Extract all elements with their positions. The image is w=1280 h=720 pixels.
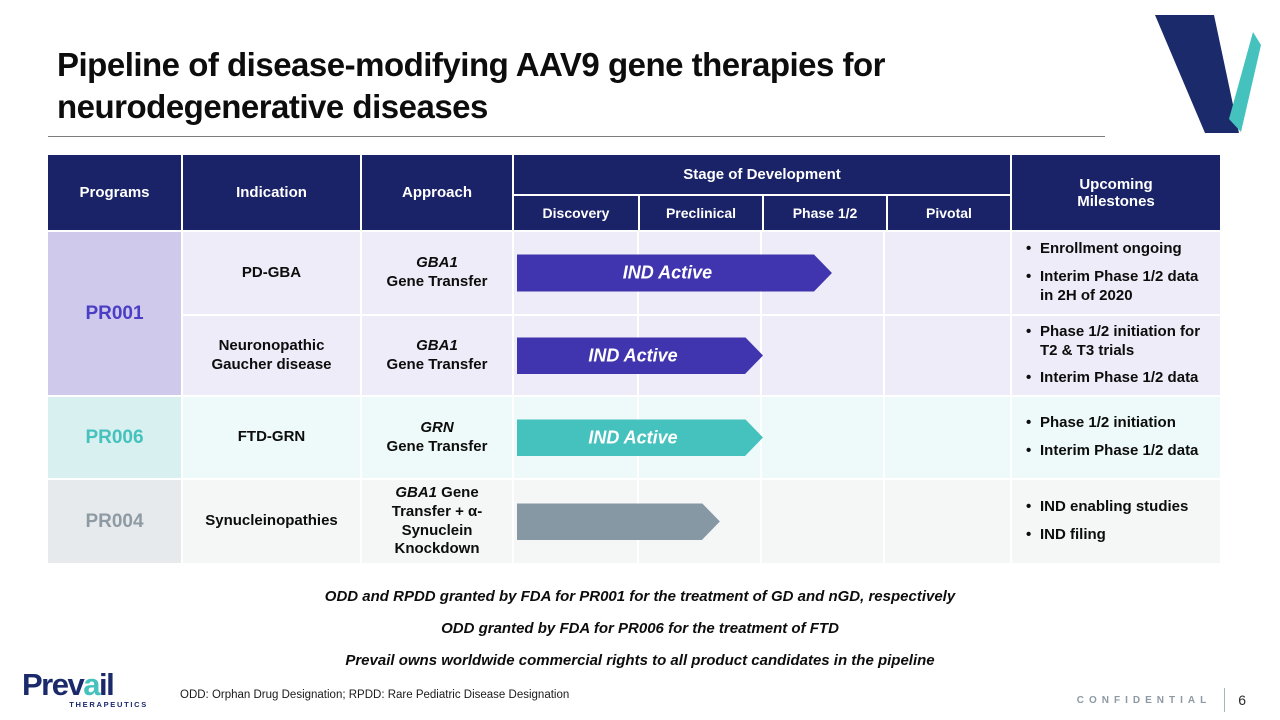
approach-gene: GBA1 <box>416 254 458 272</box>
program-cell-pr004: PR004 <box>48 480 181 563</box>
milestone-item: Phase 1/2 initiation for T2 & T3 trials <box>1024 323 1212 361</box>
footer-divider <box>1224 688 1226 712</box>
approach-gene: GBA1 <box>395 484 437 501</box>
footer-right: CONFIDENTIAL 6 <box>1077 688 1246 712</box>
header-milestones-label: Upcoming Milestones <box>1077 175 1155 210</box>
milestone-item: IND enabling studies <box>1024 498 1212 517</box>
approach-rest: Gene Transfer <box>386 437 488 455</box>
header-stage-group-label: Stage of Development <box>514 155 1010 196</box>
footnote-odd-pr006: ODD granted by FDA for PR006 for the tre… <box>441 620 839 637</box>
logo-text-il: il <box>98 667 115 702</box>
milestones-list: Phase 1/2 initiation Interim Phase 1/2 d… <box>1012 414 1220 461</box>
approach-rest: Gene Transfer <box>386 273 488 290</box>
approach-gene: GBA1 <box>416 336 458 354</box>
milestone-item: Interim Phase 1/2 data <box>1024 369 1212 388</box>
approach-rest: Gene Transfer <box>386 355 488 373</box>
page-number: 6 <box>1238 692 1246 708</box>
stage-arrow-pr001-gaucher: IND Active <box>517 337 763 374</box>
pipeline-table: Programs Indication Approach Stage of De… <box>48 155 1220 563</box>
prevail-wordmark-logo: Prevail THERAPEUTICS <box>22 667 150 709</box>
stage-arrow-label: IND Active <box>588 427 678 447</box>
footnote-odd-rpdd: ODD and RPDD granted by FDA for PR001 fo… <box>324 588 956 605</box>
header-stage-pivotal: Pivotal <box>886 196 1010 230</box>
header-approach: Approach <box>362 155 512 230</box>
milestone-item: Phase 1/2 initiation <box>1024 414 1212 433</box>
milestone-item: IND filing <box>1024 526 1212 545</box>
indication-cell: Neuronopathic Gaucher disease <box>183 316 360 395</box>
program-cell-pr006: PR006 <box>48 397 181 478</box>
approach-gene: GRN <box>420 418 454 436</box>
milestones-cell: Phase 1/2 initiation Interim Phase 1/2 d… <box>1012 397 1220 478</box>
header-stage-phase12: Phase 1/2 <box>762 196 886 230</box>
milestones-list: Phase 1/2 initiation for T2 & T3 trials … <box>1012 323 1220 388</box>
indication-cell: PD-GBA <box>183 232 360 314</box>
stage-arrow-label: IND Active <box>588 345 678 365</box>
header-programs: Programs <box>48 155 181 230</box>
indication-cell: Synucleinopathies <box>183 480 360 563</box>
header-upcoming-milestones: Upcoming Milestones <box>1012 155 1220 230</box>
header-stage-columns: Discovery Preclinical Phase 1/2 Pivotal <box>514 196 1010 230</box>
stage-arrow-pr001-pdgba: IND Active <box>517 255 832 292</box>
milestones-list: IND enabling studies IND filing <box>1012 498 1220 545</box>
stage-lane: IND Active <box>514 316 1010 395</box>
header-stage-of-development: Stage of Development Discovery Preclinic… <box>514 155 1010 230</box>
approach-cell: GBA1 Gene Transfer + α-Synuclein Knockdo… <box>362 480 512 563</box>
stage-lane: IND Active <box>514 397 1010 478</box>
footnotes: ODD and RPDD granted by FDA for PR001 fo… <box>0 581 1280 677</box>
title-underline <box>48 136 1105 137</box>
logo-tagline: THERAPEUTICS <box>69 700 148 709</box>
program-cell-pr001: PR001 <box>48 232 181 395</box>
milestones-list: Enrollment ongoing Interim Phase 1/2 dat… <box>1012 240 1220 305</box>
stage-arrow-label: IND Active <box>622 262 713 283</box>
page-title: Pipeline of disease-modifying AAV9 gene … <box>57 46 886 125</box>
prevail-logo-mark-icon <box>1155 15 1261 133</box>
confidential-label: CONFIDENTIAL <box>1076 694 1212 706</box>
milestones-cell: Enrollment ongoing Interim Phase 1/2 dat… <box>1012 232 1220 314</box>
milestone-item: Enrollment ongoing <box>1024 240 1212 259</box>
abbreviation-legend: ODD: Orphan Drug Designation; RPDD: Rare… <box>180 689 570 701</box>
stage-arrow-pr006: IND Active <box>517 419 763 456</box>
header-indication: Indication <box>183 155 360 230</box>
header-stage-discovery: Discovery <box>542 205 610 221</box>
prevail-wordmark: Prevail <box>22 667 150 702</box>
milestones-cell: IND enabling studies IND filing <box>1012 480 1220 563</box>
stage-lane <box>514 480 1010 563</box>
footnote-commercial-rights: Prevail owns worldwide commercial rights… <box>345 652 935 669</box>
approach-rest: Gene Transfer + α-Synuclein Knockdown <box>391 484 483 558</box>
stage-lane: IND Active <box>514 232 1010 314</box>
milestones-cell: Phase 1/2 initiation for T2 & T3 trials … <box>1012 316 1220 395</box>
stage-arrow-pr004 <box>517 503 720 540</box>
logo-accent-v: a <box>83 667 100 702</box>
logo-text-prev: Prev <box>22 667 85 702</box>
milestone-item: Interim Phase 1/2 data <box>1024 442 1212 461</box>
milestone-item: Interim Phase 1/2 data in 2H of 2020 <box>1024 268 1212 306</box>
indication-cell: FTD-GRN <box>183 397 360 478</box>
header-stage-preclinical: Preclinical <box>638 196 762 230</box>
